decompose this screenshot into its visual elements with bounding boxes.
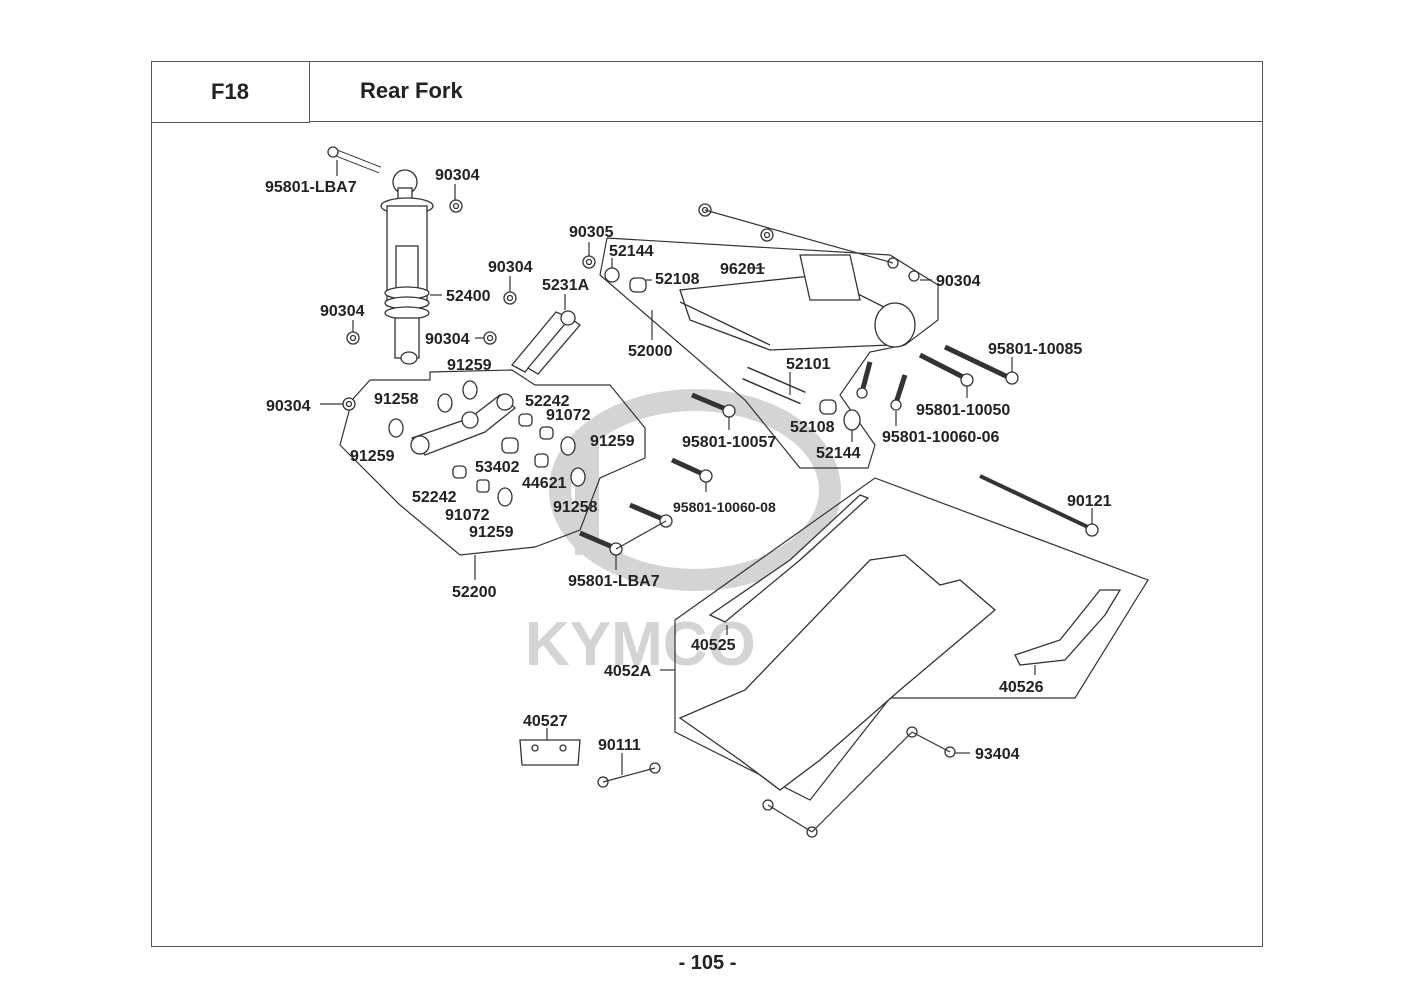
shock-absorber: [380, 169, 434, 365]
part-label[interactable]: 90304: [266, 398, 311, 415]
part-label[interactable]: 91259: [447, 357, 492, 374]
part-label[interactable]: 52000: [628, 343, 673, 360]
diagram-frame: [151, 61, 1263, 947]
part-label[interactable]: 95801-10057: [682, 434, 776, 451]
page-number: - 105 -: [678, 952, 737, 974]
part-label[interactable]: 91259: [590, 433, 635, 450]
group-outline-rear-fork: [599, 237, 939, 469]
part-label[interactable]: 90111: [598, 737, 641, 754]
part-label[interactable]: 95801-LBA7: [265, 179, 357, 196]
nut-icons: [342, 199, 920, 411]
page-title: Rear Fork: [360, 78, 463, 103]
part-label[interactable]: 40526: [999, 679, 1044, 696]
leader-lines: [320, 160, 1093, 775]
part-label[interactable]: 91072: [445, 507, 490, 524]
part-label[interactable]: 95801-LBA7: [568, 573, 660, 590]
group-outline-cover: [674, 477, 1149, 801]
part-labels: 95801-LBA7 90304 52400 90304 5231A 90304…: [265, 167, 1112, 763]
part-label[interactable]: 93404: [975, 746, 1020, 763]
part-label[interactable]: 95801-10050: [916, 402, 1010, 419]
part-label[interactable]: 52144: [609, 243, 654, 260]
link-rod: [510, 310, 581, 375]
watermark-text: KYMCO: [525, 610, 756, 679]
part-label[interactable]: 95801-10085: [988, 341, 1082, 358]
section-code: F18: [151, 61, 310, 123]
part-label[interactable]: 90304: [936, 273, 981, 290]
part-label[interactable]: 90121: [1067, 493, 1112, 510]
part-label[interactable]: 90304: [435, 167, 480, 184]
part-label[interactable]: 95801-10060-06: [882, 429, 1000, 446]
part-label[interactable]: 90304: [488, 259, 533, 276]
part-label[interactable]: 40525: [691, 637, 736, 654]
cushion-arm-parts: [388, 380, 586, 507]
part-label[interactable]: 52101: [786, 356, 831, 373]
bolt-icon: [327, 146, 382, 174]
part-label[interactable]: 91258: [374, 391, 419, 408]
part-label[interactable]: 52242: [525, 393, 570, 410]
part-label[interactable]: 53402: [475, 459, 520, 476]
part-label[interactable]: 52108: [655, 271, 700, 288]
part-label[interactable]: 5231A: [542, 277, 590, 294]
kymco-watermark: KYMCO: [525, 389, 841, 679]
part-label[interactable]: 40527: [523, 713, 568, 730]
rear-fork-cover: [519, 494, 1122, 791]
part-label[interactable]: 95801-10060-08: [673, 499, 776, 515]
part-label[interactable]: 91258: [553, 499, 598, 516]
part-label[interactable]: 4052A: [604, 663, 652, 680]
part-label[interactable]: 91259: [469, 524, 514, 541]
small-bolt-icons: [597, 726, 956, 838]
part-label[interactable]: 91072: [546, 407, 591, 424]
rear-fork: [604, 254, 916, 351]
header-divider: [310, 121, 1263, 122]
part-label[interactable]: 44621: [522, 475, 567, 492]
part-label[interactable]: 52108: [790, 419, 835, 436]
part-label[interactable]: 52144: [816, 445, 861, 462]
group-outline-cushion-arm: [339, 369, 646, 556]
part-label[interactable]: 52400: [446, 288, 491, 305]
part-label[interactable]: 52200: [452, 584, 497, 601]
bolt-icons: [579, 344, 1099, 556]
part-label[interactable]: 96201: [720, 261, 765, 278]
part-label[interactable]: 90305: [569, 224, 614, 241]
part-label[interactable]: 91259: [350, 448, 395, 465]
part-label[interactable]: 90304: [320, 303, 365, 320]
part-label[interactable]: 90304: [425, 331, 470, 348]
part-label[interactable]: 52242: [412, 489, 457, 506]
